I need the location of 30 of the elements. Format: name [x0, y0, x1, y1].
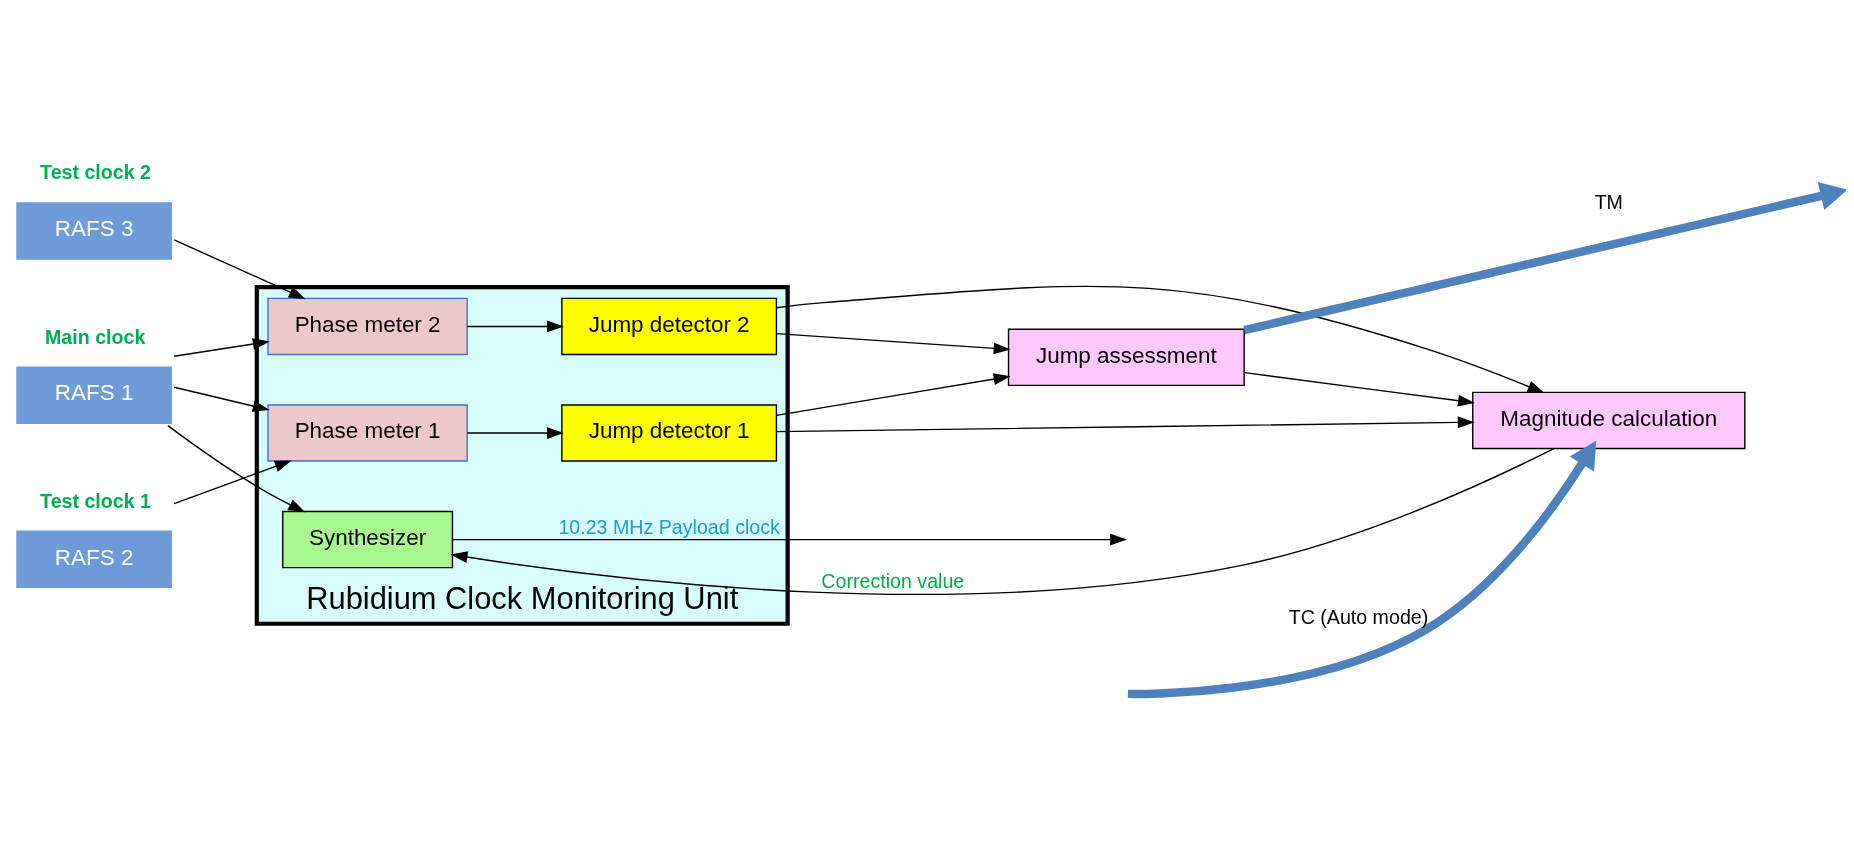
edge-label: TM [1594, 190, 1623, 213]
arrow [173, 239, 306, 300]
node-box: Jump assessment [1007, 328, 1245, 387]
edge-label: Correction value [821, 569, 965, 592]
node-box: Synthesizer [282, 510, 454, 569]
arrow [775, 416, 1475, 433]
arrow [775, 373, 1011, 417]
arrow [1127, 440, 1597, 699]
arrow [466, 427, 564, 439]
arrow [173, 338, 270, 357]
node-label: Main clock [45, 325, 146, 348]
arrow [167, 424, 306, 513]
node-box: Magnitude calculation [1472, 391, 1746, 450]
node-box: Jump detector 2 [561, 297, 778, 356]
arrow [450, 447, 1555, 595]
node-box: Jump detector 1 [561, 404, 778, 462]
arrow [173, 460, 292, 505]
arrow [775, 332, 1011, 355]
node-label: Test clock 1 [40, 489, 152, 512]
node-label: Test clock 2 [40, 161, 152, 184]
edge-label: TC (Auto mode) [1288, 606, 1429, 629]
arrow [452, 533, 1127, 546]
arrow [776, 285, 1545, 394]
arrow [466, 320, 564, 333]
arrow [173, 386, 270, 412]
arrow [1243, 182, 1846, 335]
edge-label: 10.23 MHz Payload clock [558, 516, 780, 539]
node-box: Phase meter 2 [267, 297, 468, 356]
node-box: Phase meter 1 [267, 404, 468, 462]
arrow [1243, 371, 1475, 407]
